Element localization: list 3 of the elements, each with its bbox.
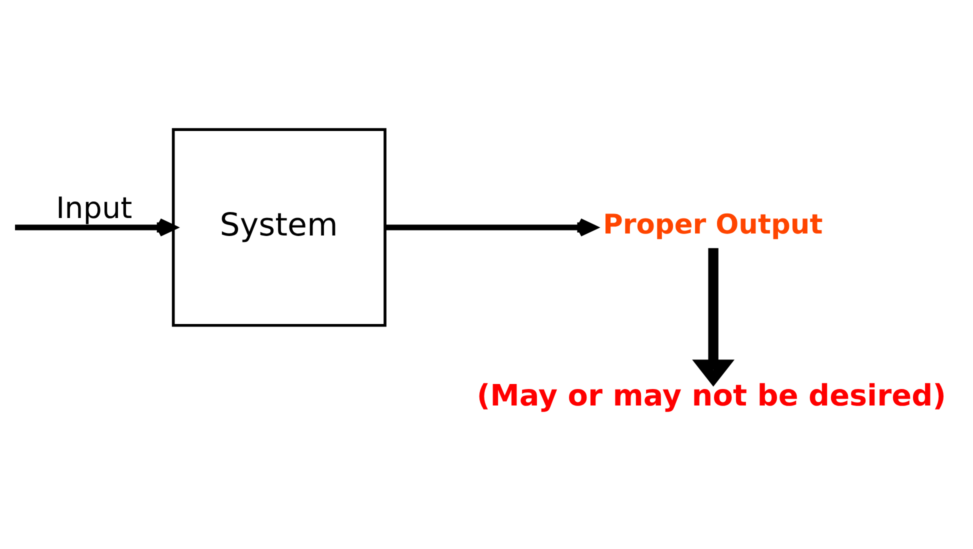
node-text: (May or may not be desired): [476, 378, 946, 412]
node-text: Proper Output: [602, 208, 823, 240]
edge-label: Input: [56, 190, 132, 225]
